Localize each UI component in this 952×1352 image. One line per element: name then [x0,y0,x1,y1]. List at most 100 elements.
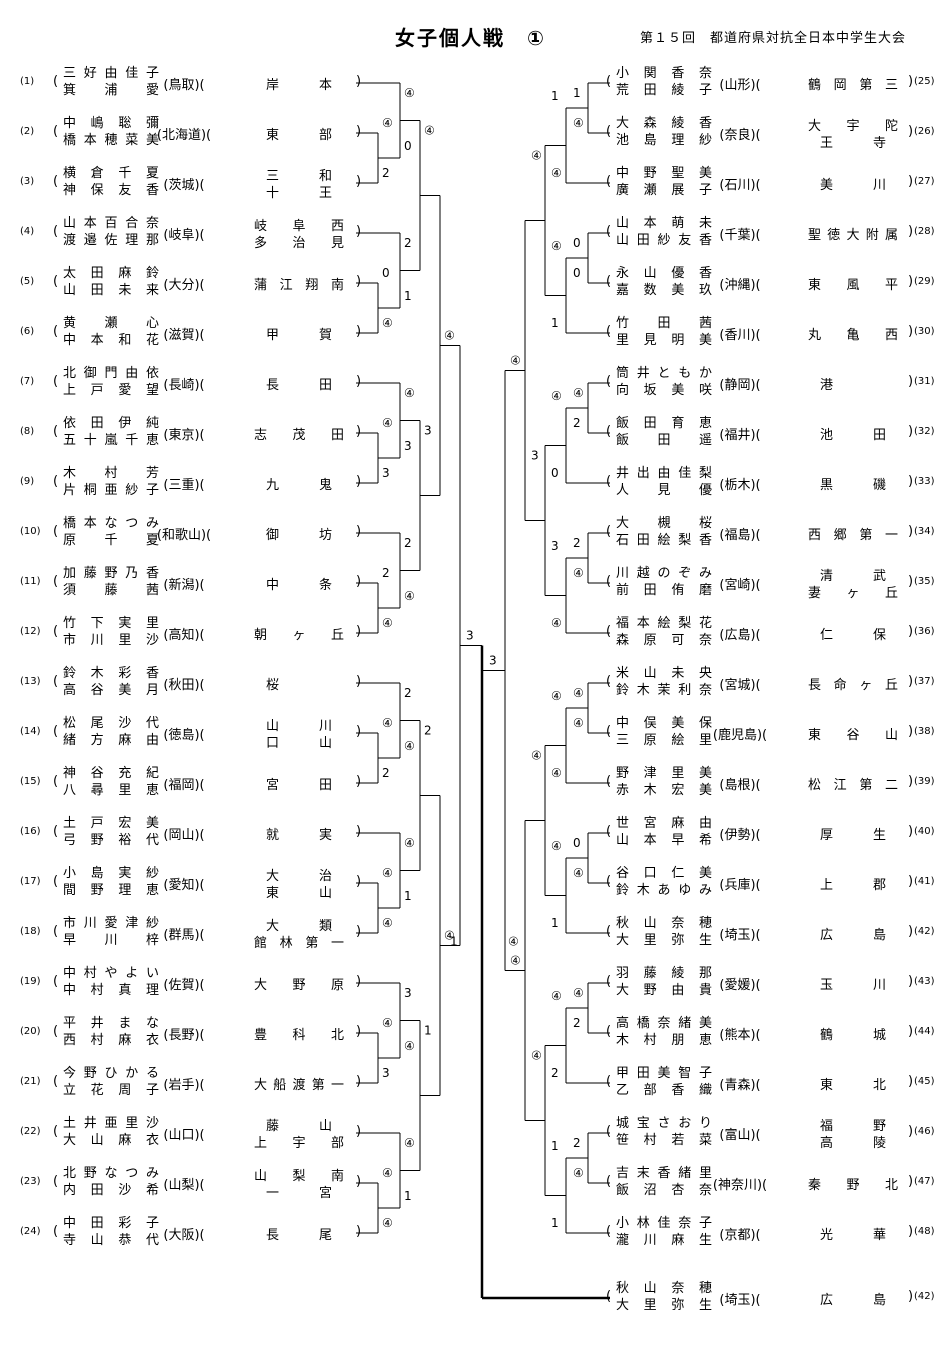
seed-number: (12) [20,626,41,637]
seed-number: (19) [20,976,41,987]
player-name: 原千夏 [63,533,159,548]
paren: ( [606,174,612,189]
school: 豊科北 [240,1024,344,1043]
player-names: 中俣美保三原絵里 [616,715,712,749]
entry-row: (16)(土戸宏美弓野裕代(岡山)(就実) [8,813,361,853]
paren: ) [356,674,362,689]
player-names: 羽藤綾那大野由貴 [616,965,712,999]
player-name: 秋山奈穂 [616,916,712,931]
prefecture-name: 香川 [724,328,751,343]
player-names: 甲田美智子乙部香織 [616,1065,712,1099]
school: 山梨南一宮 [240,1165,344,1201]
prefecture-name: 山梨 [168,1178,195,1193]
prefecture-name: 大分 [168,278,195,293]
entry-row: (32)(飯田育恵飯田遥(福井)(池田) [604,413,948,453]
player-names: 木村芳片桐亜紗子 [63,465,159,499]
match-score: 0 [382,266,390,280]
match-score: 1 [551,1139,559,1153]
prefecture: (埼玉)( [719,928,761,943]
entry-row: (5)(太田麻鈴山田未来(大分)(蒲江翔南) [8,263,361,303]
paren: ) [908,274,914,289]
match-score: 3 [404,439,412,453]
school: 長田 [240,374,344,393]
school-name: 王寺 [820,136,886,151]
player-name: 城宝さおり [616,1116,712,1131]
entry-row: (31)(筒井ともか向坂美咲(静岡)(港) [604,363,948,403]
entry-row: (18)(市川愛津紗早川梓(群馬)(大類館林第一) [8,913,361,953]
school-name: 港 [820,378,834,393]
entry-row: (17)(小島実紗間野理恵(愛知)(大治東山) [8,863,361,903]
school: 朝ヶ丘 [240,624,344,643]
prefecture-name: 群馬 [168,928,195,943]
player-name: 中本和花 [63,333,159,348]
player-name: 太田麻鈴 [63,266,159,281]
paren: ) [356,524,362,539]
match-score: ④ [510,354,521,368]
match-score: ④ [551,166,562,180]
player-name: 片桐亜紗子 [63,483,159,498]
seed-number: (6) [20,326,35,337]
prefecture: (愛媛)( [719,978,761,993]
school-name: 大類 [266,919,332,934]
paren: ( [53,174,59,189]
player-names: 土井亜里沙大山麻衣 [63,1115,159,1149]
seed-number: (33) [914,476,935,487]
seed-number: (47) [914,1176,935,1187]
seed-number: (18) [20,926,41,937]
paren: ) [356,474,362,489]
prefecture-name: 三重 [168,478,195,493]
prefecture-name: 鹿児島 [717,728,757,743]
school-name: 東部 [266,128,332,143]
prefecture: (宮城)( [719,678,761,693]
match-score: ④ [531,1049,542,1063]
match-score: ④ [551,989,562,1003]
paren: ) [908,224,914,239]
paren: ( [53,1024,59,1039]
school: 御坊 [240,524,344,543]
match-score: 2 [404,236,412,250]
paren: ( [53,424,59,439]
seed-number: (1) [20,76,35,87]
match-score: 3 [382,466,390,480]
player-name: 八尋里恵 [63,783,159,798]
seed-number: (38) [914,726,935,737]
match-score: 2 [573,1136,581,1150]
seed-number: (35) [914,576,935,587]
player-name: 箕浦愛 [63,83,159,98]
prefecture: (沖縄)( [719,278,761,293]
player-name: 米山未央 [616,666,712,681]
entry-row: (1)(三好由佳子箕浦愛(鳥取)(岸本) [8,63,361,103]
school: 広島 [794,924,898,943]
entry-row: (14)(松尾沙代緒方麻由(徳島)(山川口山) [8,713,361,753]
prefecture: (香川)( [719,328,761,343]
match-score: 0 [573,236,581,250]
match-score: ④ [382,716,393,730]
school-name: 山川 [266,719,332,734]
paren: ) [356,624,362,639]
prefecture: (埼玉)( [719,1293,761,1308]
school-name: 岸本 [266,78,332,93]
school-name: 岐阜西 [254,219,344,234]
player-name: 小島実紗 [63,866,159,881]
player-name: 廣瀬展子 [616,183,712,198]
school-name: 丸亀西 [808,328,898,343]
match-score: ④ [404,1039,415,1053]
player-names: 北野なつみ内田沙希 [63,1165,159,1199]
prefecture-name: 岐阜 [168,228,195,243]
school: 東風平 [794,274,898,293]
paren: ) [908,974,914,989]
match-score: ④ [573,986,584,1000]
entry-row: (11)(加藤野乃香須藤茜(新潟)(中条) [8,563,361,603]
school: 上郡 [794,874,898,893]
paren: ) [908,174,914,189]
prefecture-name: 埼玉 [724,928,751,943]
seed-number: (15) [20,776,41,787]
paren: ) [908,1224,914,1239]
paren: ( [53,574,59,589]
player-names: 平井まな西村麻衣 [63,1015,159,1049]
seed-number: (46) [914,1126,935,1137]
prefecture: (鳥取)( [163,78,205,93]
school: 福野高陵 [794,1115,898,1151]
paren: ) [908,1289,914,1304]
school-name: 高陵 [820,1136,886,1151]
